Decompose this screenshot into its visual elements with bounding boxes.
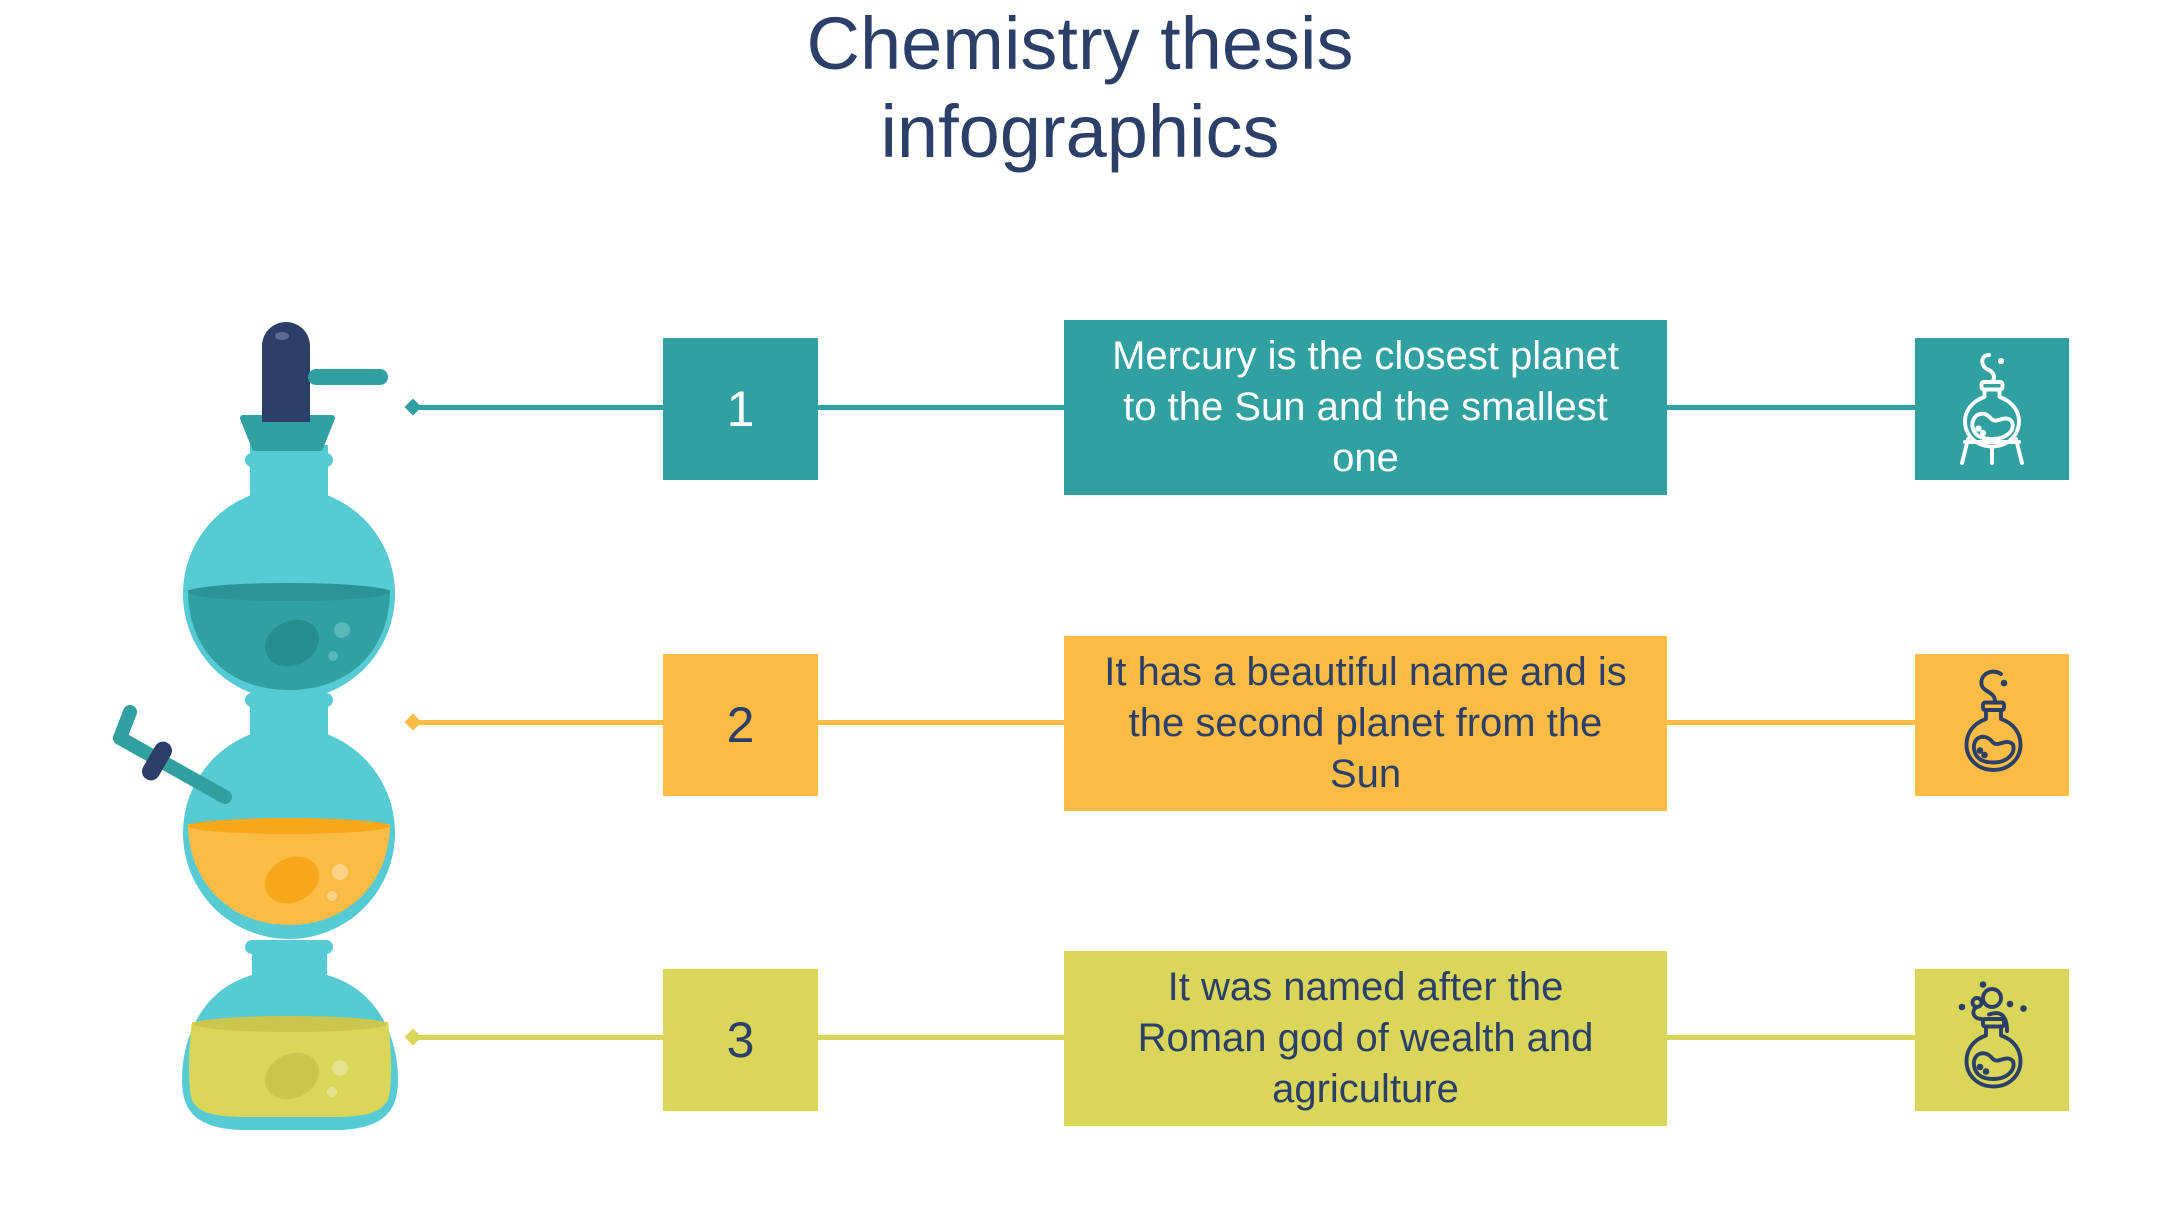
title-line-1: Chemistry thesis [806,2,1354,85]
flask-on-stand-icon [1960,353,2024,465]
step-text-1: Mercury is the closest planet to the Sun… [1112,334,1619,480]
step-number-box-3: 3 [663,969,818,1111]
step-number-box-2: 2 [663,654,818,796]
title-line-2: infographics [880,90,1280,173]
step-number-3: 3 [726,1012,755,1068]
step-number-box-1: 1 [663,338,818,480]
step-icon-box-2 [1915,654,2069,796]
step-number-1: 1 [726,381,755,437]
step-text-box-2: It has a beautiful name and is the secon… [1064,636,1667,811]
orange-flask [113,693,395,939]
step-number-2: 2 [726,697,755,753]
yellow-flask [182,940,398,1130]
page-title: Chemistry thesis infographics [0,0,2160,176]
step-text-3: It was named after the Roman god of weal… [1137,965,1594,1111]
round-flask-smoke-icon [1964,669,2023,772]
step-text-box-3: It was named after the Roman god of weal… [1064,951,1667,1126]
step-icon-box-1 [1915,338,2069,480]
stacked-flasks-illustration [113,322,398,1130]
step-text-2: It has a beautiful name and is the secon… [1104,650,1627,796]
step-icon-box-3 [1915,969,2069,1111]
bubbling-flask-icon [1958,981,2027,1089]
teal-flask [183,322,395,700]
step-text-box-1: Mercury is the closest planet to the Sun… [1064,320,1667,495]
